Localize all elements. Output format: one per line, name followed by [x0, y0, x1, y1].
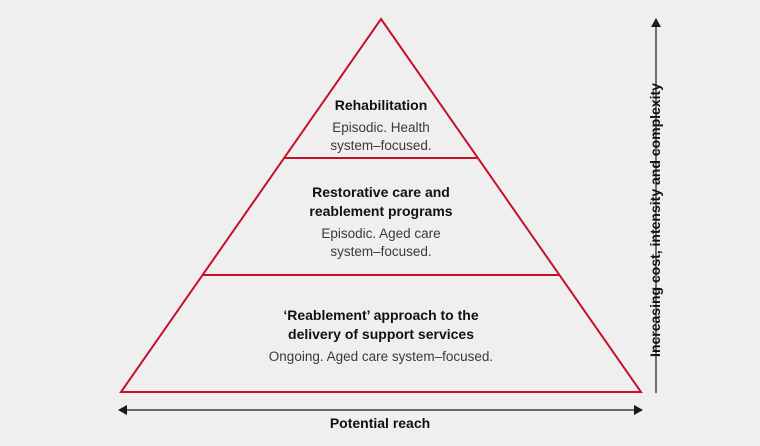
tier-title-line: reablement programs: [309, 203, 453, 219]
tier-description: Episodic. Health system–focused.: [281, 119, 481, 155]
pyramid-outline: [119, 17, 643, 393]
tier-rehabilitation: Rehabilitation Episodic. Health system–f…: [281, 96, 481, 155]
tier-title-line: Restorative care and: [312, 184, 450, 200]
tier-reablement-approach: ‘Reablement’ approach to the delivery of…: [221, 306, 541, 366]
x-axis-label: Potential reach: [329, 415, 431, 431]
tier-description: Ongoing. Aged care system–focused.: [221, 348, 541, 366]
tier-description-line: system–focused.: [330, 244, 432, 259]
tier-description-line: Episodic. Aged care: [321, 226, 441, 241]
tier-description-line: system–focused.: [330, 138, 432, 153]
tier-description: Episodic. Aged care system–focused.: [251, 225, 511, 261]
tier-title-line: delivery of support services: [288, 326, 474, 342]
tier-description-line: Ongoing. Aged care system–focused.: [268, 349, 494, 364]
tier-title: ‘Reablement’ approach to the delivery of…: [221, 306, 541, 344]
tier-title: Rehabilitation: [334, 97, 428, 113]
y-axis-label: Increasing cost, intensity and complexit…: [647, 83, 663, 357]
tier-description-line: Episodic. Health: [332, 120, 430, 135]
tier-title: Restorative care and reablement programs: [251, 183, 511, 221]
tier-title-line: ‘Reablement’ approach to the: [283, 307, 479, 323]
tier-restorative-care: Restorative care and reablement programs…: [251, 183, 511, 261]
